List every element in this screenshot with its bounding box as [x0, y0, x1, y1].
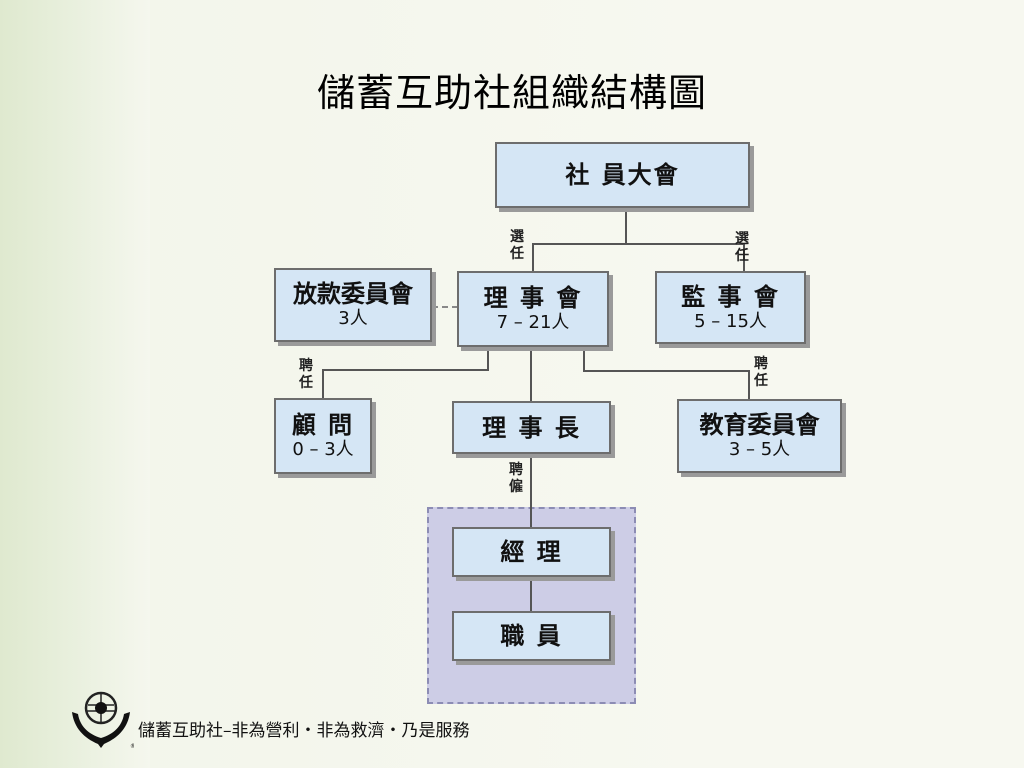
box-supervisory-committee: 監 事 會 5 – 15人	[655, 271, 806, 344]
connector-board-loan-dashed	[432, 306, 458, 308]
supervisory-label: 監 事 會	[681, 282, 780, 311]
label-elect-right: 選 任	[733, 231, 751, 265]
education-label: 教育委員會	[699, 411, 820, 439]
general-assembly-label: 社 員大會	[565, 161, 680, 189]
box-advisors: 顧 問 0 – 3人	[274, 398, 372, 474]
box-general-assembly: 社 員大會	[495, 142, 750, 208]
box-education-committee: 教育委員會 3 – 5人	[677, 399, 842, 473]
label-hire-employ: 聘 僱	[507, 462, 525, 496]
manager-label: 經 理	[500, 538, 563, 566]
label-elect-right-char1: 選	[735, 231, 749, 247]
label-hire-right: 聘 任	[752, 356, 770, 390]
connector-to-board	[532, 243, 534, 271]
label-hire-left: 聘 任	[297, 358, 315, 392]
box-board-of-directors: 理 事 會 7 – 21人	[457, 271, 609, 347]
credit-union-logo-icon: ®	[72, 691, 134, 750]
connector-manager-to-staff	[530, 576, 532, 612]
connector-board-left-down	[487, 346, 489, 370]
board-count: 7 – 21人	[496, 312, 570, 333]
label-elect-right-char2: 任	[735, 248, 749, 264]
connector-to-advisors	[322, 369, 324, 399]
connector-advisor-bar	[322, 369, 489, 371]
label-hire-right-char2: 任	[754, 373, 768, 389]
staff-label: 職 員	[500, 622, 563, 650]
label-elect-left-char2: 任	[510, 246, 524, 262]
label-hire-employ-char2: 僱	[509, 479, 523, 495]
label-hire-left-char1: 聘	[299, 358, 313, 374]
connector-education-bar	[583, 370, 750, 372]
box-manager: 經 理	[452, 527, 611, 577]
connector-assembly-down	[625, 207, 627, 244]
connector-to-supervisory	[743, 243, 745, 271]
loan-committee-label: 放款委員會	[293, 280, 413, 308]
advisors-label: 顧 問	[291, 411, 355, 439]
board-label: 理 事 會	[483, 284, 583, 312]
box-loan-committee: 放款委員會 3人	[274, 268, 432, 342]
footer-slogan: 儲蓄互助社–非為營利・非為救濟‧乃是服務	[138, 721, 470, 741]
connector-to-education	[748, 370, 750, 400]
label-elect-left: 選 任	[508, 229, 526, 263]
connector-board-to-chairman	[530, 346, 532, 402]
connector-chairman-to-manager	[530, 454, 532, 528]
decorative-side-strip	[0, 0, 150, 768]
svg-text:®: ®	[130, 743, 134, 750]
loan-committee-count: 3人	[338, 308, 368, 329]
page-title: 儲蓄互助社組織結構圖	[316, 71, 707, 115]
label-hire-right-char1: 聘	[754, 356, 768, 372]
label-hire-employ-char1: 聘	[509, 462, 523, 478]
connector-elect-bar	[532, 243, 744, 245]
box-chairman: 理 事 長	[452, 401, 611, 454]
label-hire-left-char2: 任	[299, 375, 313, 391]
advisors-count: 0 – 3人	[292, 439, 354, 460]
education-count: 3 – 5人	[728, 439, 791, 460]
label-elect-left-char1: 選	[510, 229, 524, 245]
box-staff: 職 員	[452, 611, 611, 661]
chairman-label: 理 事 長	[482, 413, 581, 442]
supervisory-count: 5 – 15人	[694, 310, 767, 332]
connector-board-right-down	[583, 346, 585, 371]
